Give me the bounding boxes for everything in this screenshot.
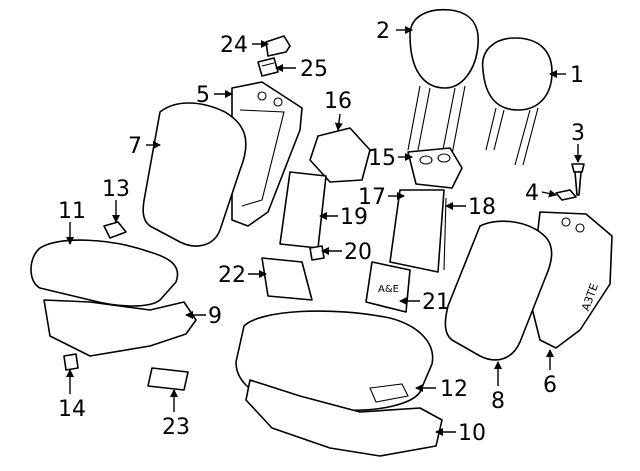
callout-17: 17 <box>358 185 386 210</box>
callout-12: 12 <box>440 377 468 402</box>
callout-8: 8 <box>491 389 505 414</box>
callout-23: 23 <box>162 415 190 440</box>
clip-part-13 <box>103 221 127 239</box>
callout-19: 19 <box>340 205 368 230</box>
callout-4: 4 <box>525 181 539 206</box>
seatback-pad-left <box>142 102 247 247</box>
seat-cushion-left <box>30 239 179 307</box>
callout-13: 13 <box>102 177 130 202</box>
bolt-part-14 <box>63 353 79 371</box>
trim-panel <box>279 171 327 249</box>
callout-14: 14 <box>58 397 86 422</box>
callout-16: 16 <box>324 89 352 114</box>
leader-lines <box>66 26 582 436</box>
headrest-left <box>407 8 479 166</box>
callout-9: 9 <box>208 304 222 329</box>
callout-24: 24 <box>220 33 248 58</box>
callout-labels: 1 2 3 4 5 6 7 8 9 10 11 12 13 14 15 16 1… <box>58 19 585 446</box>
clip-part-24 <box>265 35 291 57</box>
callout-20: 20 <box>344 240 372 265</box>
latch-part-20 <box>309 245 325 261</box>
callout-7: 7 <box>128 134 142 159</box>
callout-5: 5 <box>196 83 210 108</box>
guide-cover <box>309 127 371 183</box>
callout-3: 3 <box>571 121 585 146</box>
callout-11: 11 <box>58 199 86 224</box>
seatback-pad-right <box>444 220 553 361</box>
callout-2: 2 <box>376 19 390 44</box>
latch-bracket: A&E <box>365 261 411 313</box>
cushion-frame-right <box>245 379 443 457</box>
callout-15: 15 <box>368 146 396 171</box>
armrest-housing <box>389 189 447 273</box>
guide-pin <box>571 163 585 196</box>
callout-25: 25 <box>300 57 328 82</box>
headrest-guide <box>407 147 463 189</box>
callout-6: 6 <box>543 373 557 398</box>
cushion-frame-left <box>43 299 197 357</box>
callout-10: 10 <box>458 421 486 446</box>
callout-18: 18 <box>468 195 496 220</box>
callout-1: 1 <box>570 63 584 88</box>
connector-part-23 <box>147 367 189 391</box>
headrest-right <box>481 37 553 166</box>
clip-part-4 <box>555 189 577 201</box>
bracket-stamp: A&E <box>378 284 399 295</box>
clip-part-25 <box>257 57 279 77</box>
callout-22: 22 <box>218 263 246 288</box>
seatback-frame-left <box>231 81 303 227</box>
center-bracket <box>261 257 313 301</box>
callout-21: 21 <box>422 290 450 315</box>
